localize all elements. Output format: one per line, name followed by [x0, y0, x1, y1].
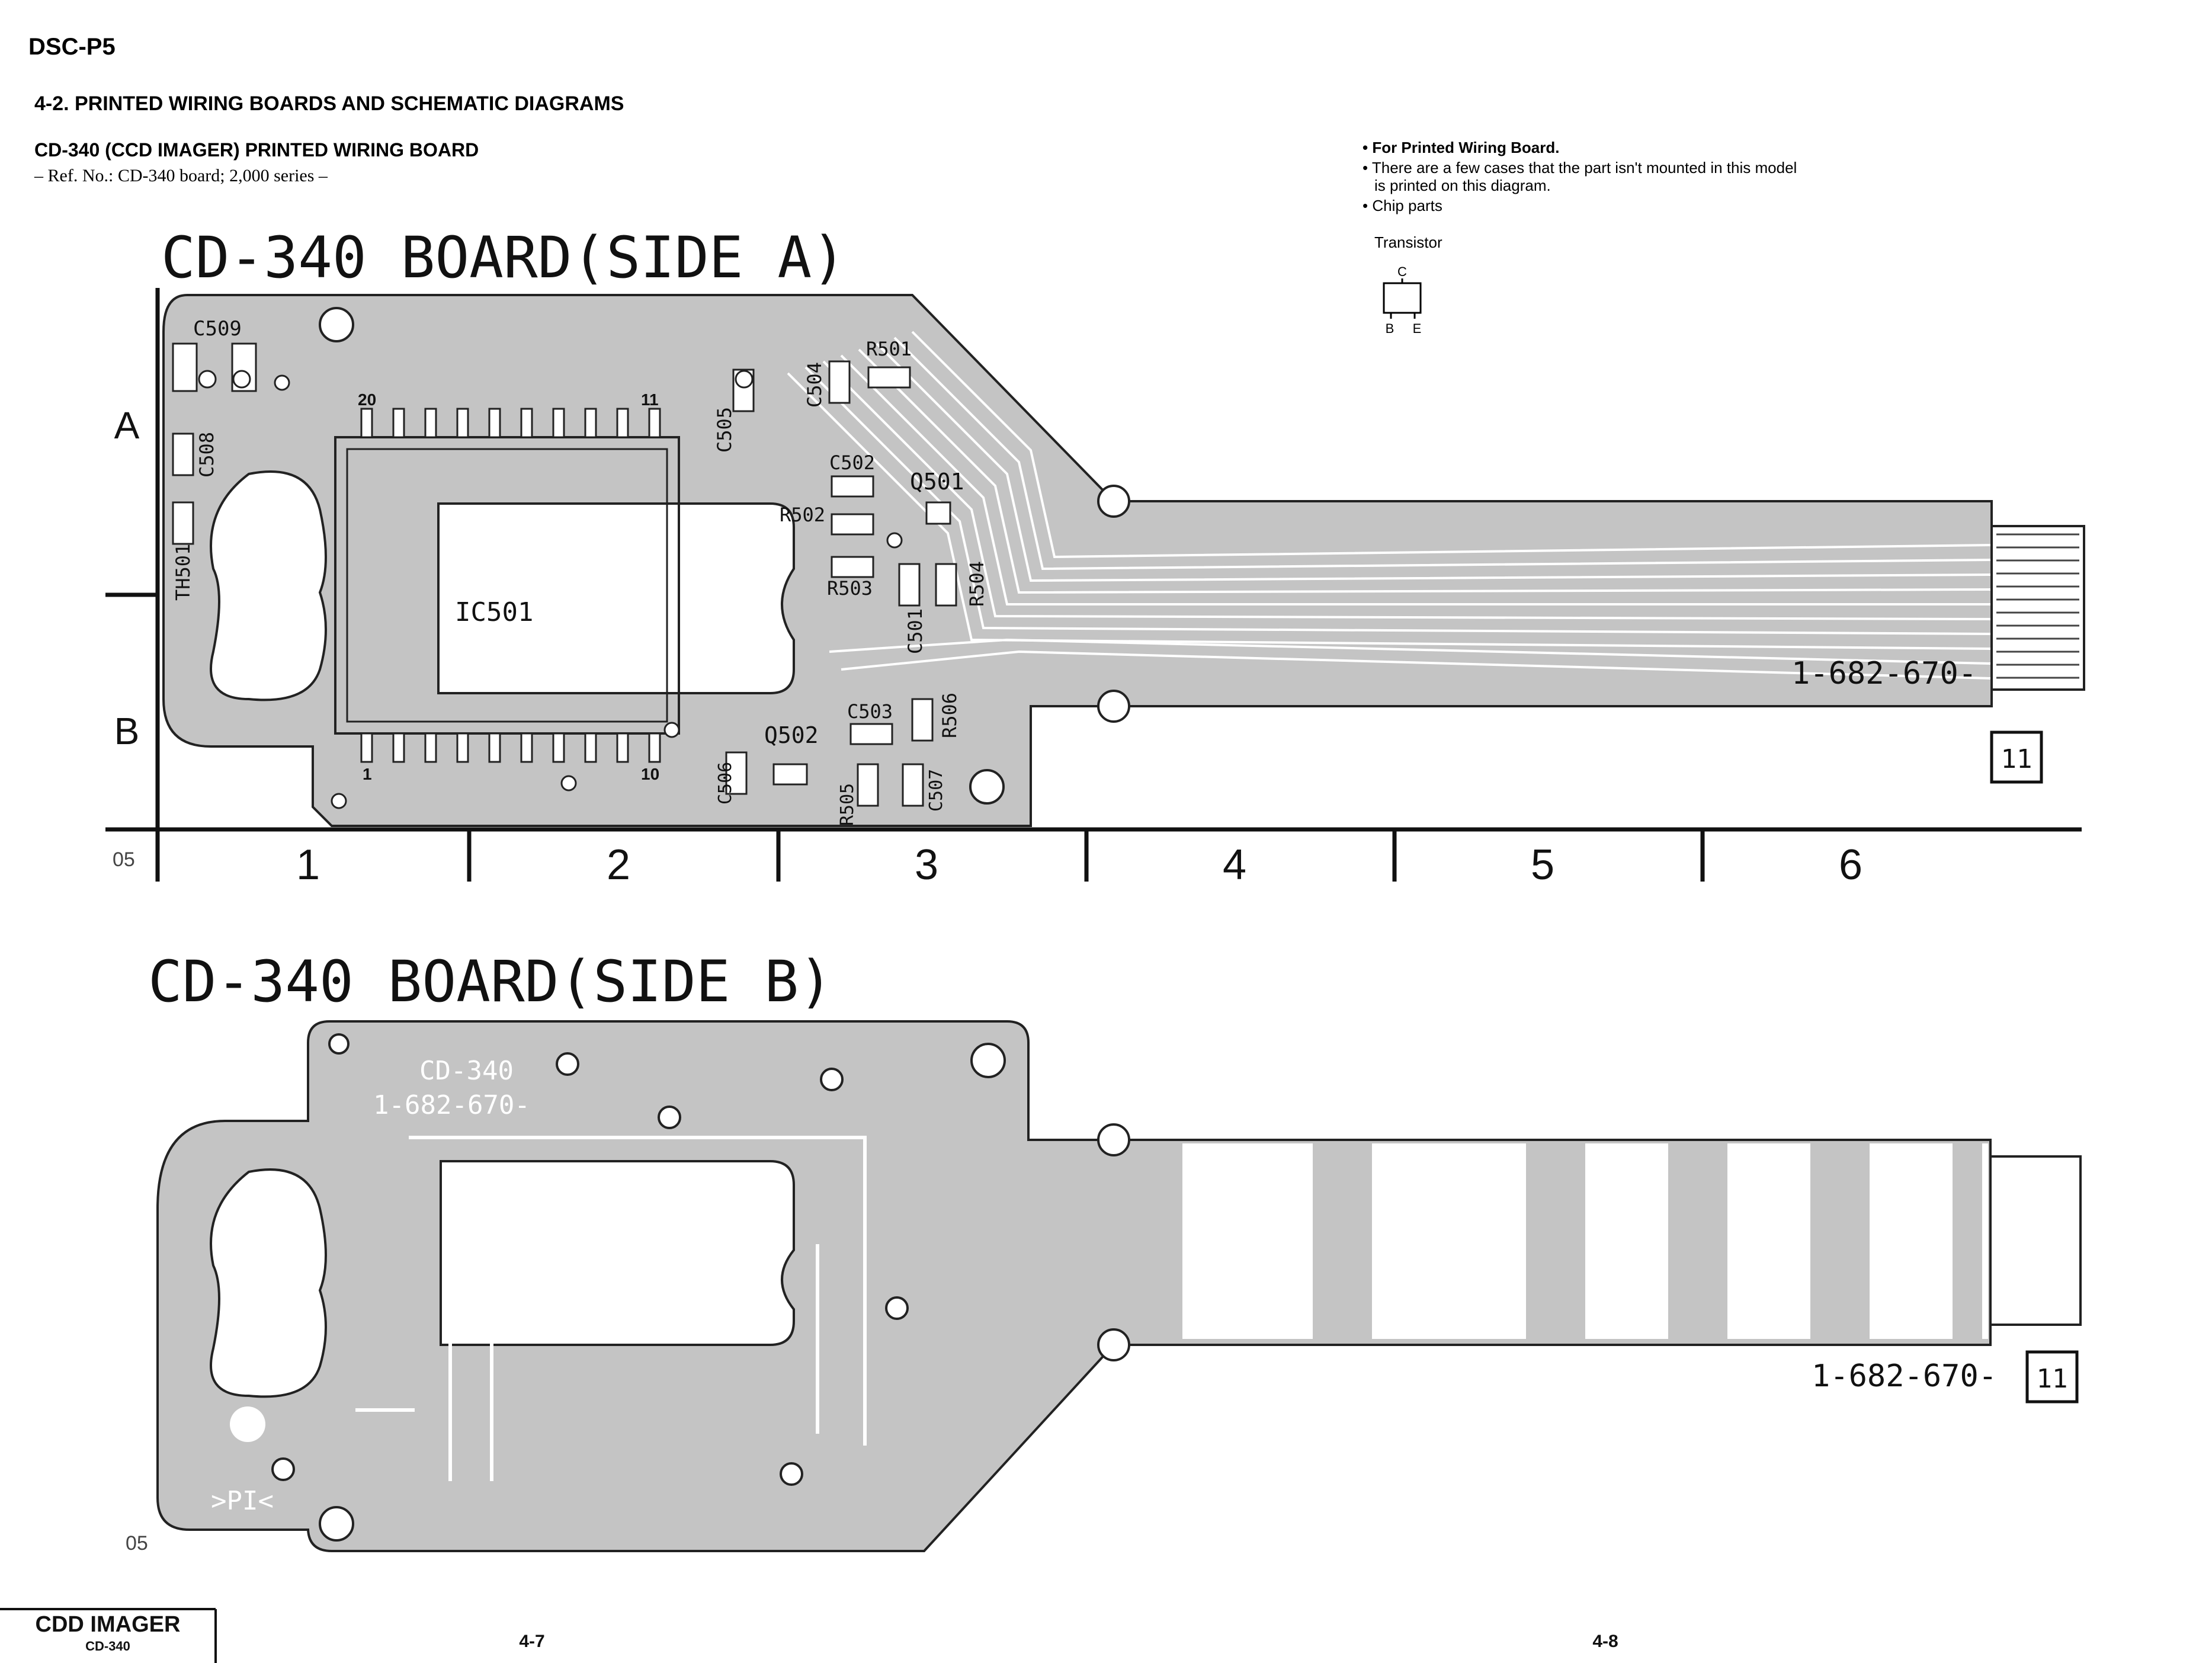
- side-a-title: CD-340 BOARD(SIDE A): [161, 225, 846, 291]
- label-c502: C502: [829, 451, 875, 474]
- section-title: 4-2. PRINTED WIRING BOARDS AND SCHEMATIC…: [34, 92, 624, 115]
- side-a-corner-mark: 05: [113, 848, 135, 871]
- ic501-top-pads: [360, 408, 661, 438]
- side-a-labels: C509 C508 TH501 IC501 C505 C504 R501 C50…: [172, 317, 2043, 826]
- label-ic501: IC501: [455, 597, 533, 627]
- column-label-5: 5: [1531, 841, 1554, 889]
- footer: CDD IMAGER CD-340 4-7 4-8: [0, 1608, 1618, 1663]
- side-a-traces: [787, 331, 1991, 680]
- notes-heading: • For Printed Wiring Board.: [1363, 139, 1559, 156]
- column-label-1: 1: [296, 841, 320, 889]
- label-c503: C503: [847, 700, 893, 723]
- side-b-corner-mark: 05: [126, 1532, 148, 1555]
- label-c504: C504: [803, 362, 826, 408]
- label-q502: Q502: [764, 722, 819, 748]
- notes-line1: • There are a few cases that the part is…: [1363, 159, 1797, 177]
- footer-section: CDD IMAGER: [36, 1612, 181, 1637]
- pin-number-1: 1: [363, 765, 372, 783]
- side-b-board: [156, 1020, 2082, 1552]
- pin-number-10: 10: [641, 765, 659, 783]
- ref-number: – Ref. No.: CD-340 board; 2,000 series –: [34, 166, 328, 185]
- row-label-b: B: [114, 710, 140, 752]
- ic501-bottom-pads: [360, 732, 661, 763]
- side-a-ref-number: 11: [2001, 744, 2033, 774]
- model-title: DSC-P5: [28, 34, 116, 60]
- page-number-right: 4-8: [1592, 1632, 1618, 1651]
- label-c505: C505: [713, 407, 736, 453]
- footer-board: CD-340: [85, 1639, 130, 1654]
- pin-e-label: E: [1413, 321, 1422, 336]
- board-title: CD-340 (CCD IMAGER) PRINTED WIRING BOARD: [34, 139, 479, 161]
- silk-part-number: 1-682-670-: [373, 1090, 530, 1120]
- column-label-4: 4: [1223, 841, 1246, 889]
- pin-number-11: 11: [641, 390, 659, 409]
- pin-c-label: C: [1397, 264, 1407, 279]
- label-c507: C507: [926, 769, 947, 812]
- pin-number-20: 20: [358, 390, 376, 409]
- label-r502: R502: [780, 504, 825, 526]
- label-c508: C508: [195, 432, 218, 478]
- transistor-label: Transistor: [1374, 233, 1442, 251]
- label-r506: R506: [938, 693, 961, 738]
- page-number-left: 4-7: [519, 1632, 544, 1651]
- label-c509: C509: [193, 317, 242, 341]
- label-q501: Q501: [910, 469, 964, 495]
- side-a-grid: [105, 288, 2082, 882]
- side-b-ref-box: 11: [2025, 1350, 2079, 1404]
- label-th501: TH501: [172, 544, 194, 601]
- column-label-3: 3: [915, 841, 938, 889]
- flex-connector-pins: [1996, 533, 2079, 679]
- silk-board-name: CD-340: [419, 1056, 514, 1086]
- side-a-ref-box: 11: [1990, 730, 2043, 784]
- side-b-title: CD-340 BOARD(SIDE B): [148, 949, 833, 1015]
- side-a-part-number: 1-682-670-: [1791, 656, 1977, 691]
- side-b-ref-number: 11: [2037, 1364, 2068, 1394]
- label-c506: C506: [715, 762, 736, 805]
- notes-line2: is printed on this diagram.: [1374, 177, 1551, 194]
- label-r505: R505: [837, 783, 858, 826]
- column-label-2: 2: [607, 841, 630, 889]
- column-label-6: 6: [1839, 841, 1862, 889]
- label-r501: R501: [866, 338, 912, 360]
- transistor-symbol: C B E: [1383, 264, 1422, 336]
- label-r503: R503: [827, 577, 873, 600]
- label-r504: R504: [966, 561, 988, 607]
- side-b-part-number: 1-682-670-: [1812, 1358, 1997, 1394]
- side-b-traces: [355, 1136, 867, 1481]
- label-c501: C501: [904, 608, 927, 654]
- notes-line3: • Chip parts: [1363, 197, 1442, 214]
- side-b-labels: CD-340 1-682-670- >PI< 1-682-670- 11: [211, 1056, 2079, 1516]
- pin-b-label: B: [1386, 321, 1394, 336]
- silk-marking: >PI<: [211, 1486, 274, 1516]
- side-a-board: [162, 294, 2085, 827]
- row-label-a: A: [114, 404, 140, 447]
